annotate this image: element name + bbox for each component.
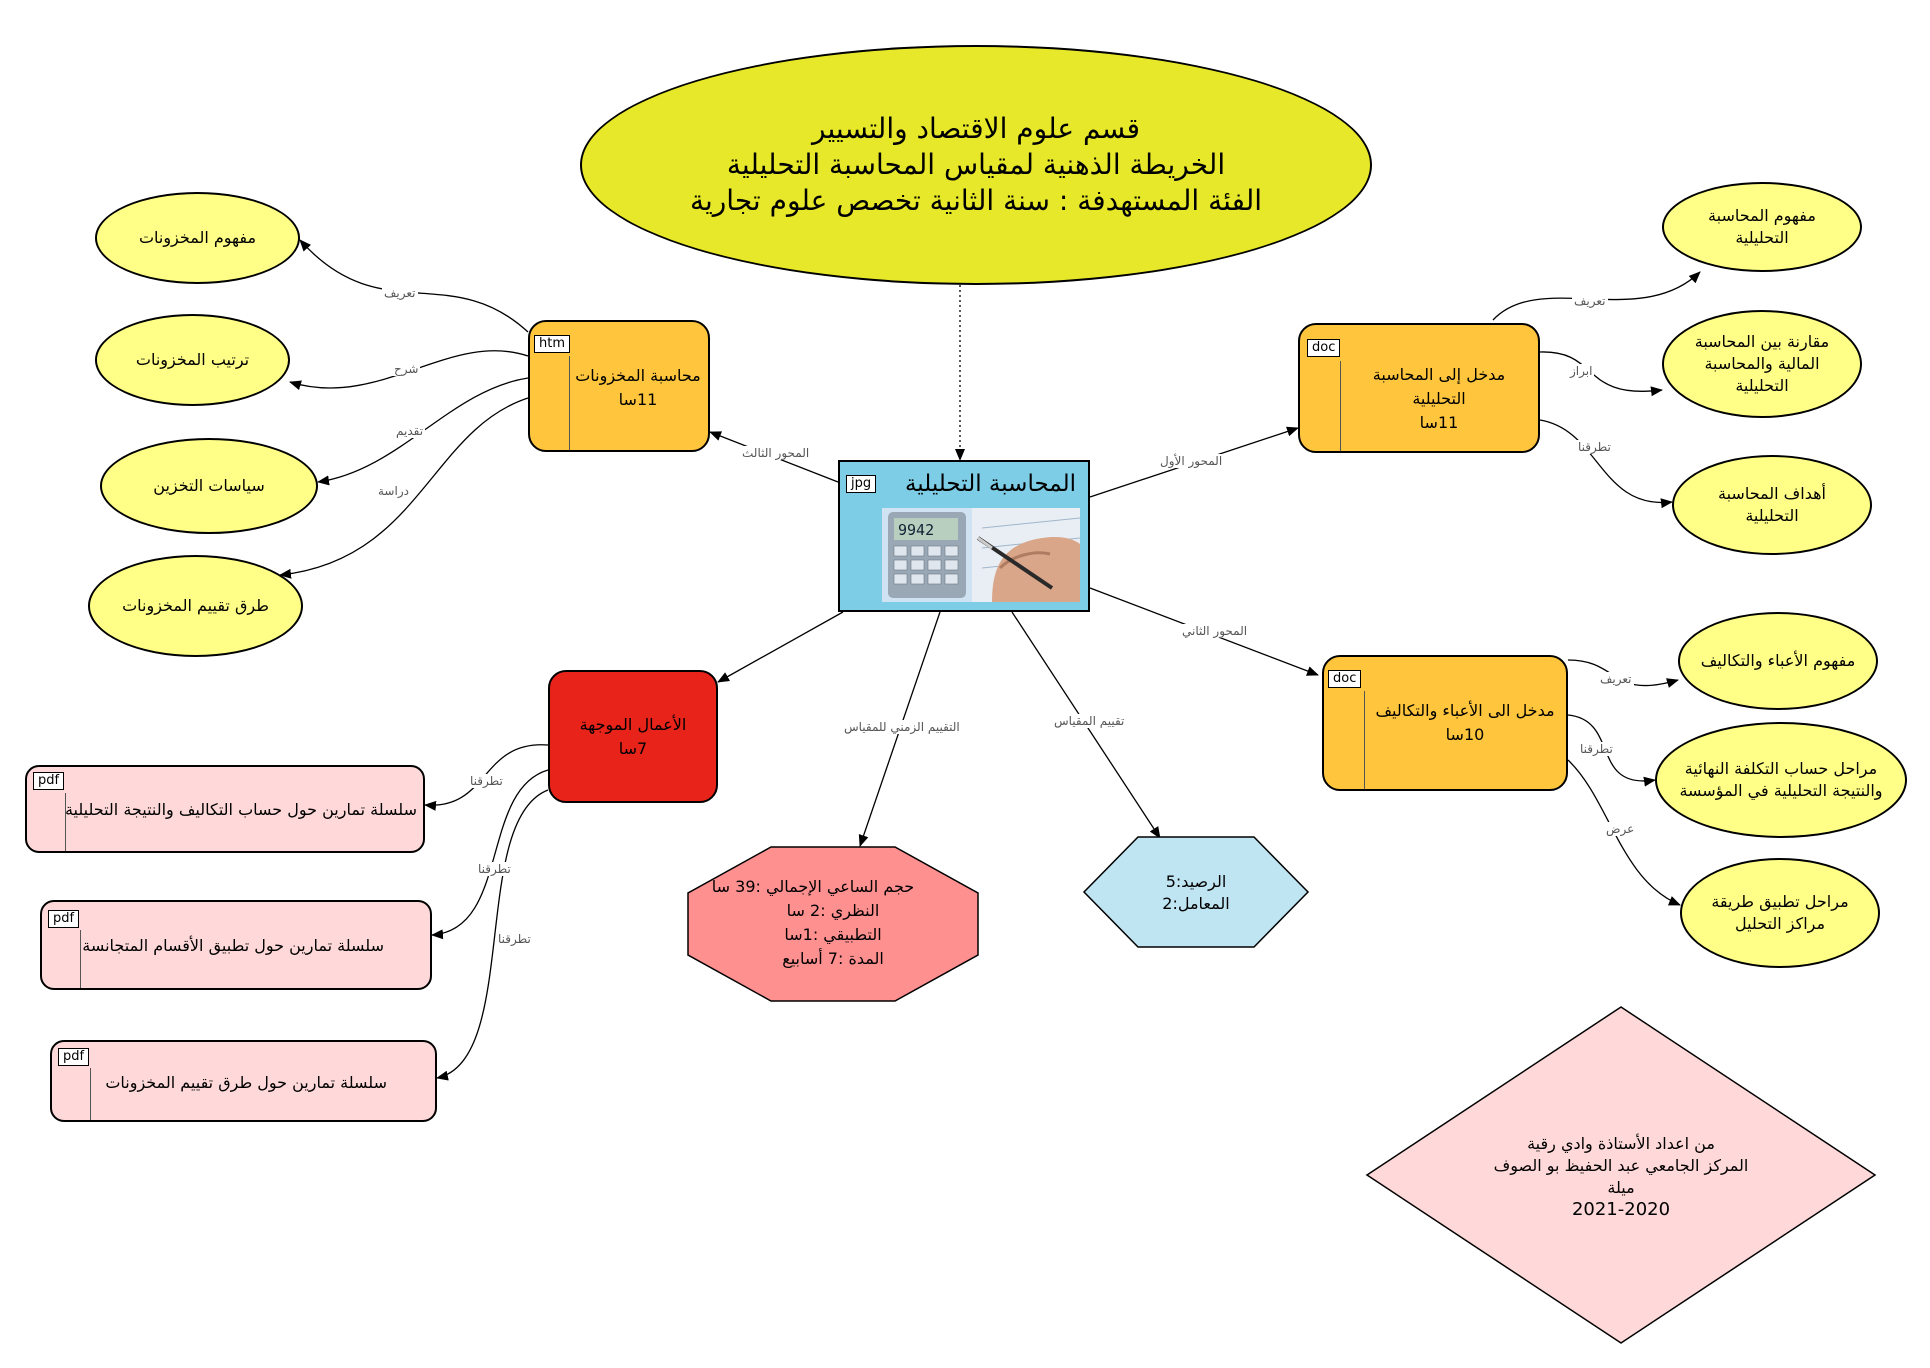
central-node[interactable]: jpg المحاسبة التحليلية 9942 [838,460,1090,612]
topic-cost-stages[interactable]: مراحل حساب التكلفة النهائية والنتيجة الت… [1655,722,1907,838]
edge-label-a2-e3: عرض [1604,822,1637,836]
edge-label-a2-e2: تطرقنا [1578,742,1615,756]
topic-inventory-order[interactable]: ترتيب المخزونات [95,314,290,406]
axis1-hours: 11سا [1419,413,1459,432]
institution: المركز الجامعي عبد الحفيظ بو الصوف [1493,1156,1749,1175]
topic-inventory-valuation[interactable]: طرق تقييم المخزونات [88,555,303,657]
edge-label-axis2: المحور الثاني [1180,624,1250,638]
exercise-series-3-text: سلسلة تمارين حول طرق تقييم المخزونات [105,1073,387,1092]
author-credit-diamond: من اعداد الأستاذة وادي رقية المركز الجام… [1365,1005,1877,1345]
time-evaluation-octagon: حجم الساعي الإجمالي :39 سا النظري :2 سا … [686,845,980,1003]
topic-storage-policies[interactable]: سياسات التخزين [100,438,318,534]
city: ميلة [1607,1178,1635,1197]
topic-analysis-centers[interactable]: مراحل تطبيق طريقة مراكز التحليل [1680,858,1880,968]
edge-label-g-e2: تطرقنا [476,862,513,876]
axis1-title: مدخل إلى المحاسبة التحليلية 11سا [1346,363,1532,435]
axis3-title: محاسبة المخزونات 11سا [574,364,702,412]
total-hours: حجم الساعي الإجمالي :39 سا [711,877,915,896]
exercise-series-1[interactable]: pdf سلسلة تمارين حول حساب التكاليف والنت… [25,765,425,853]
academic-year: 2021-2020 [1571,1199,1671,1220]
title-line-2: الخريطة الذهنية لمقياس المحاسبة التحليلي… [726,148,1226,181]
axis2-hours: 10سا [1445,725,1485,744]
edge-label-a3-e4: دراسة [376,484,411,498]
a3-topic4-connector [279,397,529,579]
guided-work-node[interactable]: الأعمال الموجهة 7سا [548,670,718,803]
file-type-tag: htm [534,335,570,353]
topic-objectives[interactable]: أهداف المحاسبة التحليلية [1672,455,1872,555]
g-ex2-connector [431,769,549,940]
edge-label-a3-e3: تقديم [394,424,426,438]
file-type-tag: jpg [846,475,877,493]
central-title: المحاسبة التحليلية [904,471,1076,497]
exercise-series-2[interactable]: pdf سلسلة تمارين حول تطبيق الأقسام المتج… [40,900,432,990]
file-type-tag: pdf [33,772,65,790]
file-type-tag: doc [1307,339,1341,357]
exercise-series-3[interactable]: pdf سلسلة تمارين حول طرق تقييم المخزونات [50,1040,437,1122]
topic-comparison[interactable]: مقارنة بين المحاسبة المالية والمحاسبة ال… [1662,310,1862,418]
edge-label-g-e3: تطرقنا [496,932,533,946]
edge-label-eval: تقييم المقياس [1052,714,1127,728]
axis2-title: مدخل الى الأعباء والتكاليف 10سا [1370,699,1560,747]
edge-label-a1-e3: تطرقنا [1576,440,1613,454]
guided-title: الأعمال الموجهة [579,714,687,734]
calculator-display: 9942 [898,521,934,539]
theory-hours: النظري :2 سا [786,901,880,920]
a1-topic3-connector [1539,419,1673,509]
axis3-hours: 11سا [618,390,658,409]
edge-label-time-eval: التقييم الزمني للمقياس [842,720,962,734]
credit-value: الرصيد:5 [1165,872,1227,891]
file-type-tag: pdf [48,910,80,928]
calculator-photo: 9942 [882,508,1080,602]
edge-label-axis3: المحور الثالث [740,446,812,460]
guided-hours: 7سا [618,738,648,758]
axis1-node[interactable]: doc مدخل إلى المحاسبة التحليلية 11سا [1298,323,1540,453]
topic-concept-analytical[interactable]: مفهوم المحاسبة التحليلية [1662,182,1862,272]
exercise-series-1-text: سلسلة تمارين حول حساب التكاليف والنتيجة … [64,800,417,819]
guided-connector [717,611,844,683]
exercise-series-2-text: سلسلة تمارين حول تطبيق الأقسام المتجانسة [82,936,384,955]
a2-topic3-connector [1567,759,1681,906]
axis2-node[interactable]: doc مدخل الى الأعباء والتكاليف 10سا [1322,655,1568,791]
edge-label-a1-e1: تعريف [1572,294,1608,308]
a1-topic2-connector [1539,351,1663,397]
topic-costs-concept[interactable]: مفهوم الأعباء والتكاليف [1678,612,1878,710]
edge-label-a3-e1: تعريف [382,286,418,300]
practice-hours: التطبيقي :1سا [784,925,882,944]
title-line-1: قسم علوم الاقتصاد والتسيير [812,112,1140,145]
edge-label-a3-e2: شرح [392,362,421,376]
title-line-3: الفئة المستهدفة : سنة الثانية تخصص علوم … [689,184,1263,217]
topic-inventory-concept[interactable]: مفهوم المخزونات [95,192,300,284]
coefficient-value: المعامل:2 [1162,894,1230,913]
edge-label-axis1: المحور الأول [1158,454,1225,468]
title-ellipse: قسم علوم الاقتصاد والتسيير الخريطة الذهن… [580,45,1372,285]
edge-label-a1-e2: ابراز [1568,364,1595,378]
axis3-node[interactable]: htm محاسبة المخزونات 11سا [528,320,710,452]
author-name: من اعداد الأستاذة وادي رقية [1527,1134,1715,1153]
file-type-tag: doc [1328,670,1362,688]
edge-label-g-e1: تطرقنا [468,774,505,788]
g-ex3-connector [436,789,549,1081]
evaluation-hexagon: الرصيد:5 المعامل:2 [1082,835,1310,949]
edge-label-a2-e1: تعريف [1598,672,1634,686]
file-type-tag: pdf [58,1048,90,1066]
duration: المدة :7 أسابيع [782,949,884,968]
